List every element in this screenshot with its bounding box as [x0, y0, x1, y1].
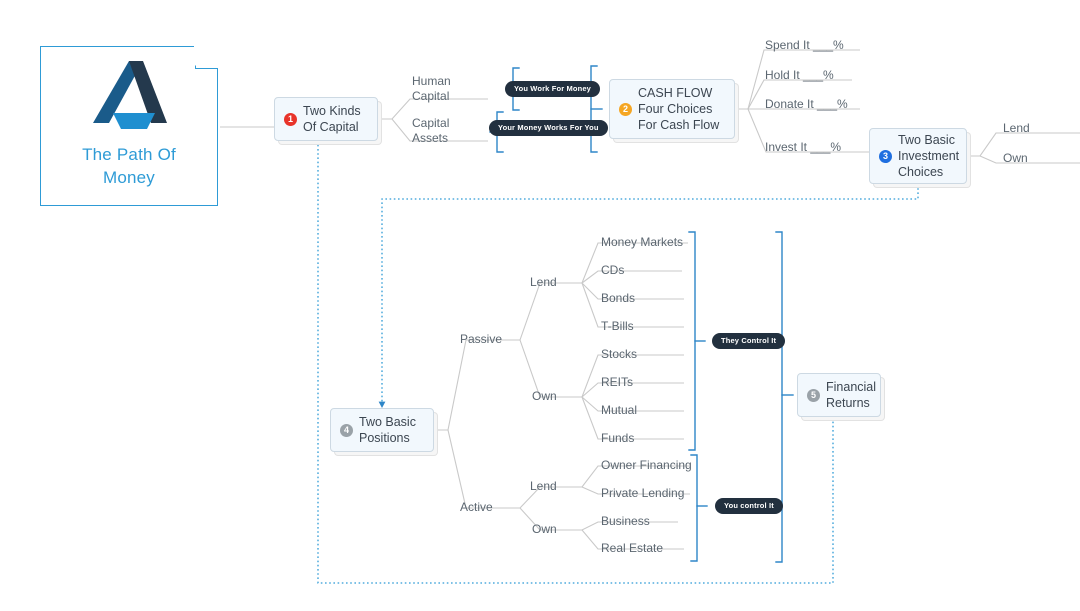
leaf-owner-financing[interactable]: Owner Financing — [601, 458, 692, 472]
leaf-invest-lend[interactable]: Lend — [1003, 121, 1030, 135]
leaf-passive-lend[interactable]: Lend — [530, 275, 557, 289]
leaf-business[interactable]: Business — [601, 514, 650, 528]
chip-you-work-for-money[interactable]: You Work For Money — [505, 81, 601, 97]
node-label: CASH FLOW Four Choices For Cash Flow — [638, 86, 720, 132]
leaf-active-own[interactable]: Own — [532, 522, 557, 536]
node-two-basic-positions[interactable]: 4 Two Basic Positions — [330, 408, 434, 452]
leaf-bonds[interactable]: Bonds — [601, 291, 636, 305]
chip-your-money-works-for-you[interactable]: Your Money Works For You — [489, 120, 608, 136]
leaf-cds[interactable]: CDs — [601, 263, 625, 277]
chip-they-control-it[interactable]: They Control It — [712, 333, 786, 349]
leaf-private-lending[interactable]: Private Lending — [601, 486, 685, 500]
leaf-human-capital[interactable]: Human Capital — [412, 74, 451, 103]
leaf-active-lend[interactable]: Lend — [530, 479, 557, 493]
node-label: Two Basic Investment Choices — [898, 133, 960, 179]
node-cash-flow[interactable]: 2 CASH FLOW Four Choices For Cash Flow — [609, 79, 735, 139]
leaf-real-estate[interactable]: Real Estate — [601, 541, 664, 555]
leaf-t-bills[interactable]: T-Bills — [601, 319, 634, 333]
node-label: Financial Returns — [826, 380, 877, 410]
root-card[interactable]: The Path Of Money — [40, 44, 218, 206]
page-title: The Path Of Money — [41, 143, 217, 189]
badge-2: 2 — [619, 102, 632, 116]
node-label: Two Kinds Of Capital — [303, 104, 361, 134]
badge-5: 5 — [807, 388, 820, 402]
badge-3: 3 — [879, 149, 892, 163]
badge-4: 4 — [340, 423, 353, 437]
chip-you-control-it[interactable]: You control It — [715, 498, 783, 514]
root-title-line2: Money — [102, 168, 156, 187]
leaf-funds[interactable]: Funds — [601, 431, 635, 445]
node-financial-returns[interactable]: 5 Financial Returns — [797, 373, 881, 417]
path-of-money-logo — [93, 61, 167, 129]
leaf-invest-it[interactable]: Invest It ___% — [765, 140, 842, 154]
leaf-stocks[interactable]: Stocks — [601, 347, 638, 361]
badge-1: 1 — [284, 112, 297, 126]
leaf-invest-own[interactable]: Own — [1003, 151, 1028, 165]
leaf-money-markets[interactable]: Money Markets — [601, 235, 684, 249]
leaf-capital-assets[interactable]: Capital Assets — [412, 116, 450, 145]
leaf-spend-it[interactable]: Spend It ___% — [765, 38, 844, 52]
node-label: Two Basic Positions — [359, 415, 416, 445]
leaf-hold-it[interactable]: Hold It ___% — [765, 68, 834, 82]
leaf-passive-own[interactable]: Own — [532, 389, 557, 403]
root-title-line1: The Path Of — [82, 145, 176, 164]
node-two-basic-investment-choices[interactable]: 3 Two Basic Investment Choices — [869, 128, 967, 184]
leaf-mutual[interactable]: Mutual — [601, 403, 638, 417]
leaf-active[interactable]: Active — [460, 500, 493, 514]
leaf-reits[interactable]: REITs — [601, 375, 634, 389]
page-fold-corner — [194, 44, 218, 69]
leaf-passive[interactable]: Passive — [460, 332, 503, 346]
node-two-kinds-of-capital[interactable]: 1 Two Kinds Of Capital — [274, 97, 378, 141]
leaf-donate-it[interactable]: Donate It ___% — [765, 97, 848, 111]
